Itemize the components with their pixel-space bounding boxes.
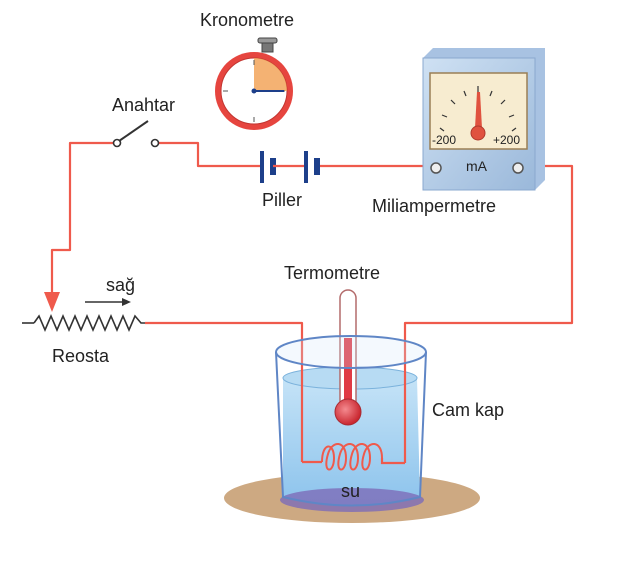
beaker-base [280,488,424,512]
meter-unit: mA [466,158,487,174]
switch-contact-left [112,138,122,148]
label-batteries: Piller [262,190,303,210]
meter-needle [475,92,482,128]
glass-container [280,366,424,512]
circuit-wires [50,141,574,463]
thermometer [334,289,362,426]
stopwatch-elapsed-sector [254,58,287,91]
switch-blade [118,120,149,142]
beaker-glass [275,335,427,507]
rheostat-slider-arrow [44,292,60,312]
label-water: su [341,481,361,501]
direction-arrow [85,298,131,306]
wire-left-loop [50,141,117,293]
wire-switch-to-battery [157,141,262,168]
label-glass-container: Cam kap [432,400,505,420]
switch [112,120,160,148]
thermometer-bulb [334,398,362,426]
thermometer-liquid [344,338,352,418]
switch-contact-right [150,138,160,148]
stopwatch [215,37,293,130]
rheostat [22,313,145,333]
milliammeter [422,48,545,191]
meter-terminal-left [430,162,442,174]
meter-scale-ticks [439,86,517,132]
label-thermometer: Termometre [284,263,381,283]
batteries [260,151,320,183]
label-stopwatch: Kronometre [200,10,295,30]
meter-needle-pivot [470,125,486,141]
meter-scale-max: +200 [493,133,521,147]
meter-terminal-right [512,162,524,174]
label-switch: Anahtar [112,95,176,115]
label-rheostat: Reosta [52,346,110,366]
water-body [283,378,420,506]
heating-coil [302,443,405,471]
label-milliammeter: Miliampermetre [372,196,497,216]
label-direction: sağ [106,275,136,295]
meter-scale-min: -200 [432,133,457,147]
wire-meter-to-beaker [403,164,574,463]
wire-rheostat-to-beaker [145,321,304,462]
